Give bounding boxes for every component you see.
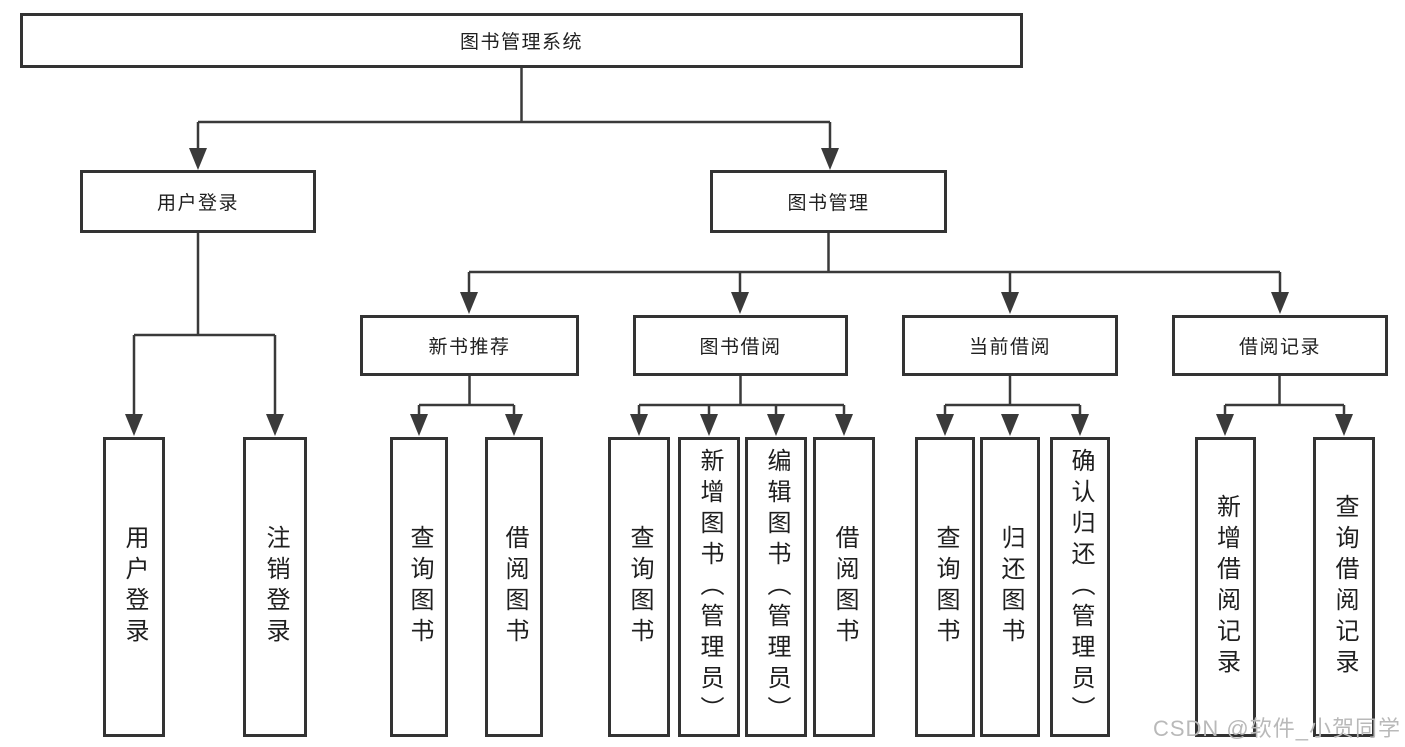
arrow-down-icon <box>821 148 839 170</box>
node-user-login: 用户登录 <box>80 170 316 233</box>
connector-line <box>196 68 832 152</box>
connector-line <box>1223 376 1346 418</box>
connector-line <box>943 376 1082 418</box>
watermark: CSDN @软件_小贺同学 <box>1152 716 1401 741</box>
arrow-down-icon <box>1216 414 1234 436</box>
arrow-down-icon <box>767 414 785 436</box>
leaf-confirm-return-admin: 确认归还（管理员） <box>1050 437 1110 737</box>
connector-root-to-level2 <box>189 68 839 170</box>
arrow-down-icon <box>1071 414 1089 436</box>
leaf-label: 查询图书 <box>406 525 433 649</box>
arrow-down-icon <box>505 414 523 436</box>
connector-current-borrowing-to-leaves <box>936 376 1089 436</box>
arrow-down-icon <box>410 414 428 436</box>
arrow-down-icon <box>1001 292 1019 314</box>
leaf-label: 借阅图书 <box>501 525 528 649</box>
arrow-down-icon <box>700 414 718 436</box>
leaf-query-books-current: 查询图书 <box>915 437 975 737</box>
connector-line <box>132 233 277 418</box>
arrow-down-icon <box>125 414 143 436</box>
connector-user-login-to-leaves <box>125 233 284 436</box>
node-library-management-system: 图书管理系统 <box>20 13 1023 68</box>
connector-new-book-recommendation-to-leaves <box>410 376 523 436</box>
leaf-label: 查询图书 <box>626 525 653 649</box>
node-book-management: 图书管理 <box>710 170 947 233</box>
leaf-label: 编辑图书（管理员） <box>763 447 790 727</box>
node-new-book-recommendation: 新书推荐 <box>360 315 579 376</box>
arrow-down-icon <box>731 292 749 314</box>
connector-line <box>467 233 1282 296</box>
node-current-borrowing: 当前借阅 <box>902 315 1118 376</box>
connector-borrowing-records-to-leaves <box>1216 376 1353 436</box>
leaf-label: 新增图书（管理员） <box>696 447 723 727</box>
leaf-add-borrow-record: 新增借阅记录 <box>1195 437 1256 737</box>
node-borrowing-records: 借阅记录 <box>1172 315 1388 376</box>
leaf-query-books-recommend: 查询图书 <box>390 437 448 737</box>
leaf-label: 确认归还（管理员） <box>1067 447 1094 727</box>
leaf-label: 新增借阅记录 <box>1212 494 1240 680</box>
leaf-query-borrow-record: 查询借阅记录 <box>1313 437 1375 737</box>
connector-book-borrowing-to-leaves <box>630 376 853 436</box>
leaf-label: 查询借阅记录 <box>1331 494 1358 680</box>
arrow-down-icon <box>189 148 207 170</box>
leaf-label: 注销登录 <box>262 525 289 649</box>
leaf-user-login: 用户登录 <box>103 437 165 737</box>
arrow-down-icon <box>630 414 648 436</box>
leaf-label: 用户登录 <box>121 525 148 649</box>
connector-line <box>417 376 516 418</box>
arrow-down-icon <box>460 292 478 314</box>
leaf-label: 查询图书 <box>932 525 959 649</box>
connector-book-management-to-level3 <box>460 233 1289 314</box>
arrow-down-icon <box>1001 414 1019 436</box>
connector-line <box>637 376 846 418</box>
arrow-down-icon <box>936 414 954 436</box>
leaf-query-books-borrowing: 查询图书 <box>608 437 670 737</box>
leaf-borrow-books: 借阅图书 <box>813 437 875 737</box>
leaf-label: 归还图书 <box>997 525 1024 649</box>
leaf-logout: 注销登录 <box>243 437 307 737</box>
arrow-down-icon <box>266 414 284 436</box>
leaf-label: 借阅图书 <box>831 525 858 649</box>
leaf-edit-books-admin: 编辑图书（管理员） <box>745 437 807 737</box>
leaf-borrow-books-recommend: 借阅图书 <box>485 437 543 737</box>
leaf-add-books-admin: 新增图书（管理员） <box>678 437 740 737</box>
arrow-down-icon <box>1271 292 1289 314</box>
node-book-borrowing: 图书借阅 <box>633 315 848 376</box>
arrow-down-icon <box>835 414 853 436</box>
arrow-down-icon <box>1335 414 1353 436</box>
leaf-return-books: 归还图书 <box>980 437 1040 737</box>
